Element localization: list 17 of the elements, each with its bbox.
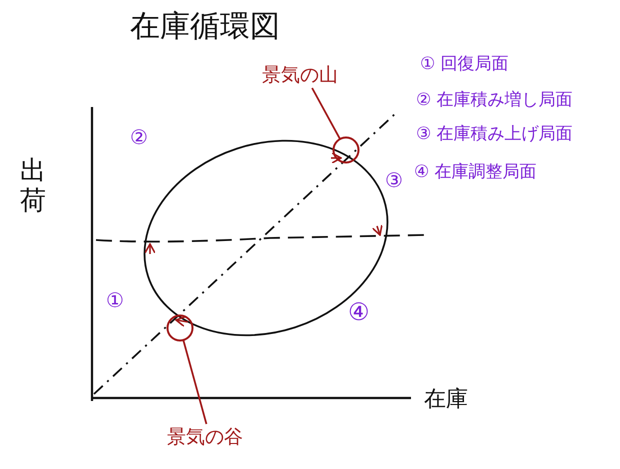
phase-number: ② <box>130 125 148 149</box>
leader-line <box>182 340 208 424</box>
leader-line <box>311 88 341 140</box>
legend-text: ② 在庫積み増し局面 <box>416 89 573 111</box>
phase-number: ③ <box>385 168 403 192</box>
legend-text: ③ 在庫積み上げ局面 <box>416 123 573 145</box>
highlight-circle <box>166 314 194 342</box>
phase-number: ① <box>106 288 124 312</box>
axis-label: 出荷 <box>20 156 47 216</box>
phase-number: ④ <box>348 298 370 326</box>
highlight-circle <box>332 136 360 164</box>
title: 在庫循環図 <box>130 8 280 46</box>
legend-text: ④ 在庫調整局面 <box>414 161 537 183</box>
callout-text: 景気の山 <box>262 62 348 88</box>
legend-text: ① 回復局面 <box>420 53 509 75</box>
axis-label: 在庫 <box>424 386 468 414</box>
callout-text: 景気の谷 <box>167 424 253 450</box>
